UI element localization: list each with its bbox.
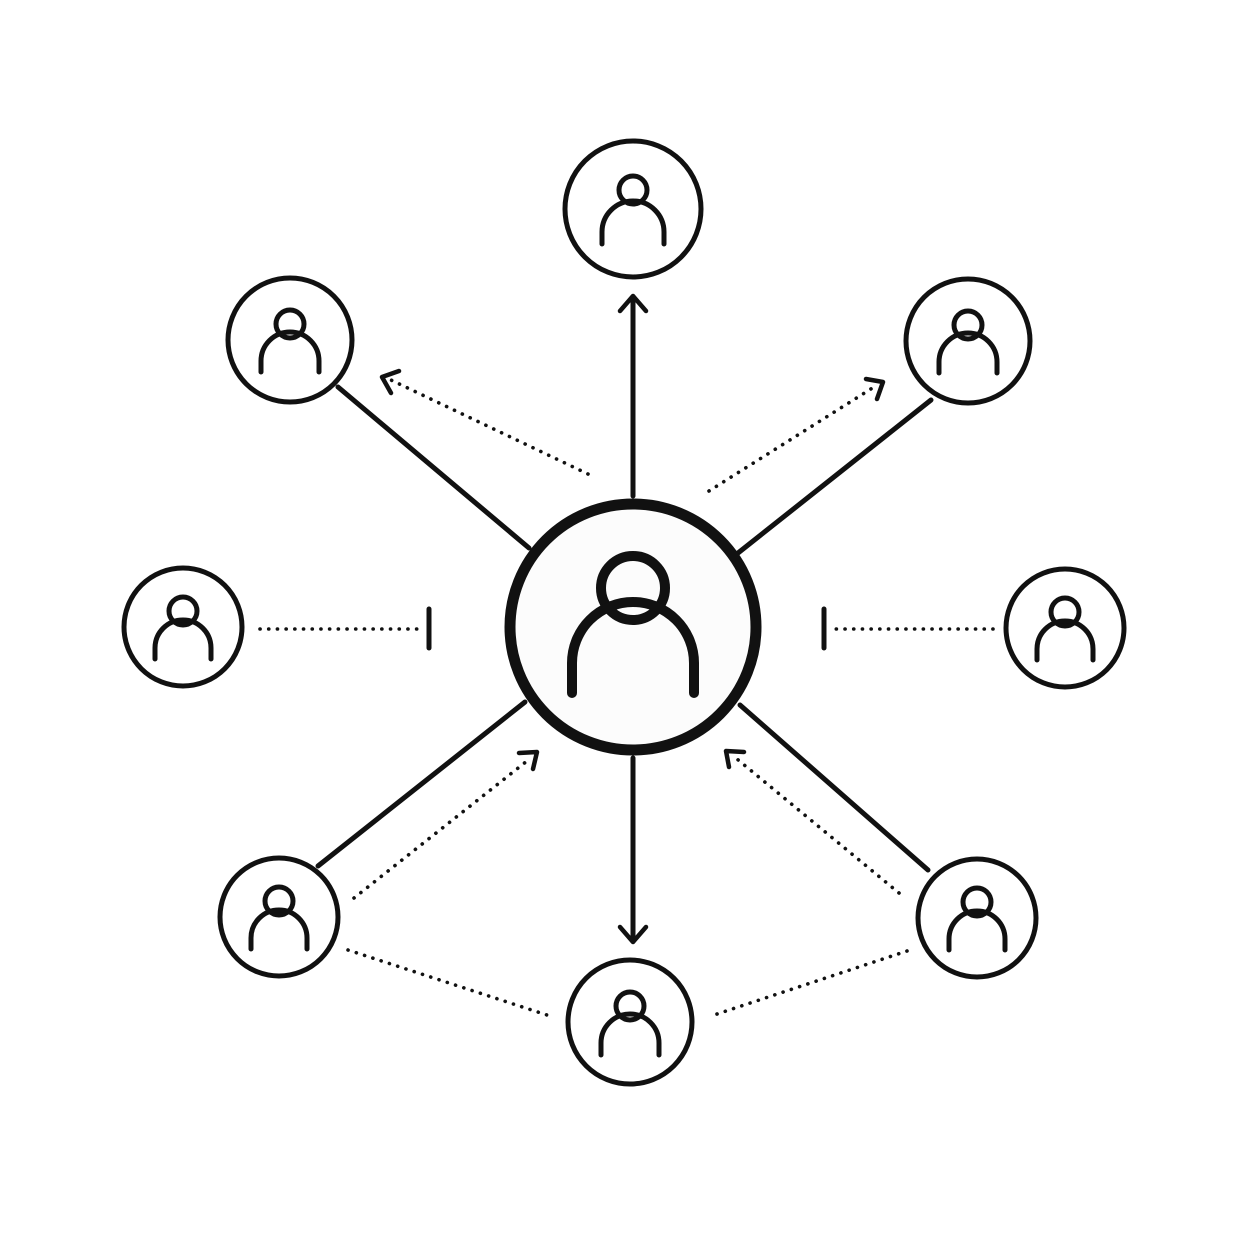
person-icon bbox=[567, 551, 699, 698]
dotted-lower-left-to-hub bbox=[352, 759, 529, 900]
link-hub-lower-left bbox=[315, 699, 528, 869]
arrowhead-upper-left bbox=[379, 368, 402, 396]
node-bottom[interactable] bbox=[565, 957, 695, 1087]
arrowhead-top bbox=[617, 293, 649, 314]
dotted-lower-left-to-bottom bbox=[346, 948, 552, 1018]
dotted-hub-to-upper-left bbox=[389, 378, 590, 476]
dotted-links bbox=[258, 368, 995, 1018]
arrowhead-bottom bbox=[617, 924, 649, 945]
node-upper-right[interactable] bbox=[903, 276, 1033, 406]
arrowhead-upper-right bbox=[863, 376, 886, 402]
person-icon bbox=[599, 173, 667, 247]
dotted-hub-to-upper-right bbox=[707, 385, 876, 493]
person-icon bbox=[598, 989, 662, 1058]
node-lower-right[interactable] bbox=[915, 856, 1039, 980]
arrowhead-lower-left-to-hub bbox=[516, 749, 540, 772]
node-top[interactable] bbox=[562, 138, 704, 280]
node-ring bbox=[562, 138, 704, 280]
person-icon bbox=[936, 308, 1000, 376]
nodes bbox=[121, 138, 1127, 1087]
arrowhead-lower-right-to-hub bbox=[723, 748, 747, 770]
hub-ring bbox=[504, 498, 762, 756]
link-hub-lower-right bbox=[737, 702, 931, 873]
hub-node[interactable] bbox=[504, 498, 762, 756]
node-left[interactable] bbox=[121, 565, 245, 689]
node-lower-left[interactable] bbox=[217, 855, 341, 979]
dotted-lower-right-to-bottom bbox=[709, 949, 909, 1018]
solid-links bbox=[315, 293, 934, 945]
node-right[interactable] bbox=[1003, 566, 1127, 690]
person-icon bbox=[248, 884, 310, 952]
person-icon bbox=[1034, 595, 1096, 663]
person-icon bbox=[152, 594, 214, 662]
person-icon bbox=[258, 307, 322, 375]
dotted-lower-right-to-hub bbox=[735, 757, 901, 895]
person-icon bbox=[946, 885, 1008, 953]
link-hub-upper-right bbox=[735, 397, 934, 556]
link-hub-upper-left bbox=[335, 384, 532, 551]
node-upper-left[interactable] bbox=[225, 275, 355, 405]
